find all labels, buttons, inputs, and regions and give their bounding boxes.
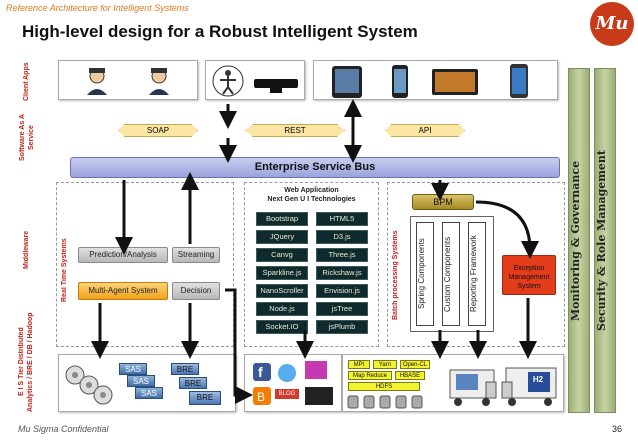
header-tag: Reference Architecture for Intelligent S… xyxy=(6,3,189,13)
monitoring-governance-bar: Monitoring & Governance xyxy=(568,68,590,413)
kinect-icon xyxy=(212,65,298,97)
streaming-box: Streaming xyxy=(172,247,220,263)
tech-cell: Sparkline.js xyxy=(256,266,308,280)
bre-doc: BRE xyxy=(189,391,221,405)
hadoop-cell: Map Reduce xyxy=(348,371,392,380)
row-label-etl: E I S Tier Distributed Analytics / BRE /… xyxy=(18,312,34,412)
row-label-saas: Software As A Service xyxy=(19,114,35,162)
bre-doc: BRE xyxy=(179,377,207,389)
tech-cell: Envision.js xyxy=(316,284,368,298)
sas-doc: SAS xyxy=(119,363,147,375)
social-panel: f B BLOG xyxy=(244,354,342,412)
svg-text:f: f xyxy=(258,364,263,380)
tech-cell: Node.js xyxy=(256,302,308,316)
realtime-systems-box xyxy=(56,182,234,347)
tech-cell: Rickshaw.js xyxy=(316,266,368,280)
kinect-panel xyxy=(205,60,305,100)
hadoop-cell: Yarn xyxy=(373,360,397,369)
disk-icon xyxy=(65,365,113,405)
tech-cell: JQuery xyxy=(256,230,308,244)
hadoop-cell: HDFS xyxy=(348,382,420,391)
exception-management-box: Exception Management System xyxy=(502,255,556,295)
tech-cell: D3.js xyxy=(316,230,368,244)
footer-confidential: Mu Sigma Confidential xyxy=(18,424,109,434)
tech-cell: jsPlumb xyxy=(316,320,368,334)
hadoop-cell: MPI xyxy=(348,360,370,369)
tech-cell: HTML5 xyxy=(316,212,368,226)
page-number: 36 xyxy=(612,424,623,434)
decision-box: Decision xyxy=(172,282,220,300)
spring-components-box: Spring Components xyxy=(416,222,434,326)
tech-cell: jsTree xyxy=(316,302,368,316)
tech-cell: Bootstrap xyxy=(256,212,308,226)
batch-components-frame xyxy=(410,216,494,332)
security-role-bar: Security & Role Management xyxy=(594,68,616,413)
batch-label: Batch processing Systems xyxy=(392,230,399,320)
soap-service: SOAP xyxy=(118,124,198,137)
client-users-panel xyxy=(58,60,198,100)
bre-doc: BRE xyxy=(171,363,199,375)
bpm-box: BPM xyxy=(412,194,474,210)
row-label-client-apps: Client Apps xyxy=(23,62,30,102)
hadoop-cell: Open-CL xyxy=(400,360,430,369)
reporting-framework-box: Reporting Framework xyxy=(468,222,486,326)
tech-cell: Socket.IO xyxy=(256,320,308,334)
mu-sigma-logo: Mu xyxy=(590,2,634,46)
row-label-middleware: Middleware xyxy=(23,230,30,270)
blog-badge: BLOG xyxy=(275,389,299,399)
custom-components-box: Custom Components xyxy=(442,222,460,326)
web-app-title: Web Application xyxy=(284,187,339,194)
svg-text:B: B xyxy=(257,390,265,404)
prediction-analysis-box: Prediction/Analysis xyxy=(78,247,168,263)
tech-cell: Three.js xyxy=(316,248,368,262)
sas-bre-panel: SAS SAS SAS BRE BRE BRE xyxy=(58,354,236,412)
realtime-label: Real Time Systems xyxy=(61,238,68,302)
web-app-subtitle: Next Gen U I Technologies xyxy=(267,196,356,203)
api-service: API xyxy=(385,124,465,137)
user-icon xyxy=(87,68,169,95)
tech-cell: Canvg xyxy=(256,248,308,262)
h2-label: H2 xyxy=(532,375,544,384)
rest-service: REST xyxy=(245,124,345,137)
tech-cell: NanoScroller xyxy=(256,284,308,298)
truck-icons xyxy=(449,367,557,406)
slide-title: High-level design for a Robust Intellige… xyxy=(22,22,418,41)
sas-doc: SAS xyxy=(127,375,155,387)
devices-panel xyxy=(313,60,558,100)
devices-icon xyxy=(332,64,528,98)
sas-doc: SAS xyxy=(135,387,163,399)
multi-agent-system-box: Multi-Agent System xyxy=(78,282,168,300)
hadoop-cell: HBASE xyxy=(395,371,425,380)
hdfs-disks xyxy=(347,395,423,409)
enterprise-service-bus: Enterprise Service Bus xyxy=(70,157,560,178)
social-icons: f B xyxy=(253,361,333,405)
